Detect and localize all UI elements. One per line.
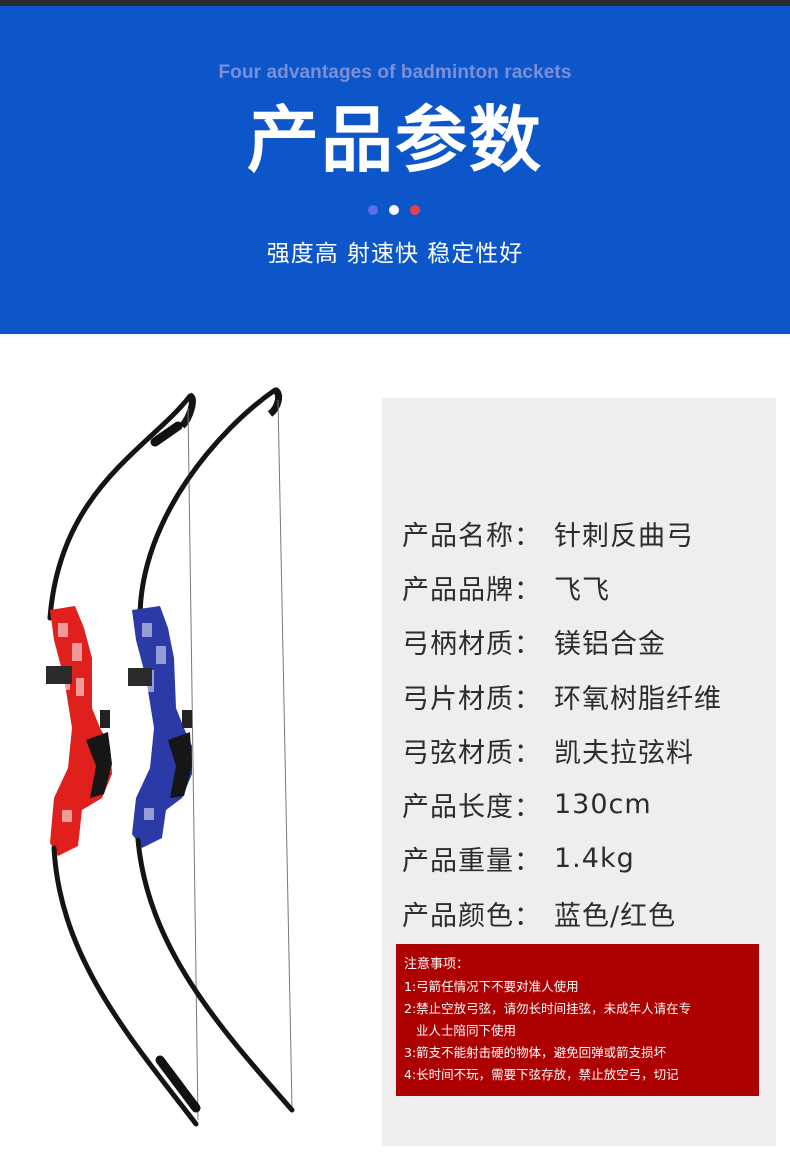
spec-value: 环氧树脂纤维 [554, 683, 722, 715]
spec-value: 130cm [554, 789, 652, 821]
spec-row-weight: 产品重量： 1.4kg [402, 832, 762, 886]
spec-separator: ： [514, 683, 542, 715]
spec-row-limb-material: 弓片材质： 环氧树脂纤维 [402, 669, 762, 723]
spec-value: 飞飞 [554, 574, 610, 606]
spec-label: 弓柄材质 [402, 629, 514, 661]
blue-recurve-bow-icon [128, 386, 295, 1113]
dot-white [389, 205, 399, 215]
spec-label: 产品颜色 [402, 900, 514, 932]
notice-title: 注意事项： [404, 957, 470, 972]
spec-row-length: 产品长度： 130cm [402, 777, 762, 831]
red-recurve-bow-icon [46, 392, 201, 1127]
spec-separator: ： [514, 629, 542, 661]
banner-dots [368, 205, 424, 217]
spec-row-string-material: 弓弦材质： 凯夫拉弦料 [402, 723, 762, 777]
spec-label: 弓弦材质 [402, 737, 514, 769]
spec-row-color: 产品颜色： 蓝色/红色 [402, 886, 762, 940]
spec-separator: ： [514, 900, 542, 932]
notice-line: 2:禁止空放弓弦，请勿长时间挂弦，未成年人请在专 [404, 1001, 692, 1016]
dot-blue [368, 205, 378, 215]
banner-subtitle: 强度高 射速快 稳定性好 [266, 241, 524, 267]
spec-value: 蓝色/红色 [554, 900, 677, 932]
spec-separator: ： [514, 520, 542, 552]
notice-line: 3:箭支不能射击硬的物体，避免回弹或箭支损坏 [404, 1045, 667, 1060]
spec-separator: ： [514, 846, 542, 878]
spec-label: 产品品牌 [402, 574, 514, 606]
notice-line: 业人士陪同下使用 [416, 1023, 517, 1038]
spec-list: 产品名称：针刺反曲弓 产品品牌：飞飞 弓柄材质：镁铝合金 弓片材质：环氧树脂纤维… [402, 506, 762, 940]
bows-product-image [46, 386, 295, 1127]
dot-red [410, 205, 420, 215]
spec-label: 产品重量 [402, 846, 514, 878]
spec-value: 镁铝合金 [554, 629, 666, 661]
notice-line: 4:长时间不玩，需要下弦存放，禁止放空弓，切记 [404, 1067, 679, 1082]
spec-separator: ： [514, 737, 542, 769]
safety-notice-box: 注意事项： 1:弓箭任情况下不要对准人使用 2:禁止空放弓弦，请勿长时间挂弦，未… [396, 944, 759, 1096]
spec-row-brand: 产品品牌： 飞飞 [402, 560, 762, 614]
header-banner [0, 6, 790, 334]
spec-value: 针刺反曲弓 [554, 520, 694, 552]
spec-label: 产品名称 [402, 520, 514, 552]
spec-label: 产品长度 [402, 792, 514, 824]
top-dark-strip [0, 0, 790, 6]
spec-separator: ： [514, 574, 542, 606]
spec-value: 1.4kg [554, 843, 635, 875]
spec-label: 弓片材质 [402, 683, 514, 715]
spec-row-handle-material: 弓柄材质： 镁铝合金 [402, 615, 762, 669]
page-title: 产品参数 [246, 98, 543, 182]
spec-value: 凯夫拉弦料 [554, 737, 694, 769]
notice-line: 1:弓箭任情况下不要对准人使用 [404, 979, 579, 994]
banner-english-title: Four advantages of badminton rackets [218, 62, 572, 83]
spec-row-name: 产品名称： 针刺反曲弓 [402, 506, 762, 560]
spec-separator: ： [514, 792, 542, 824]
